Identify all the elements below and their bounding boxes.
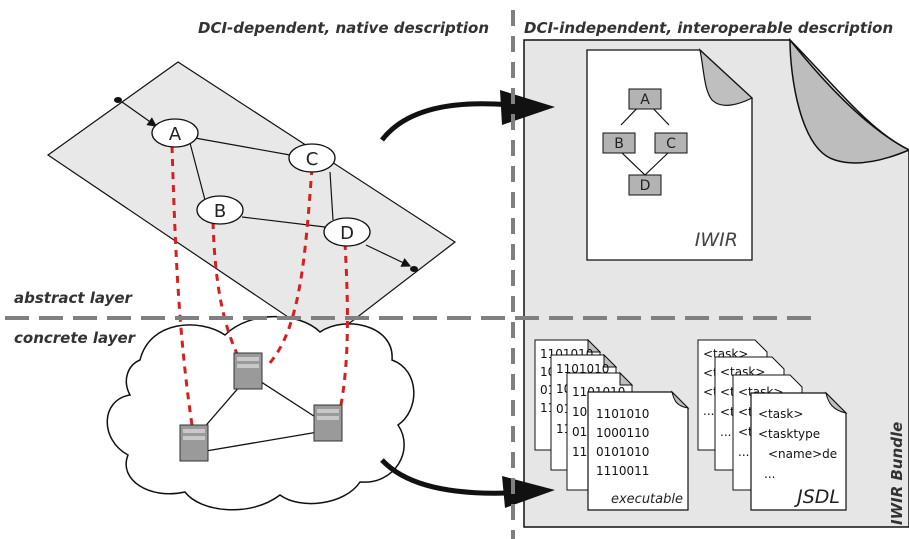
header-native-description: DCI-dependent, native description: [198, 19, 489, 37]
jsdl-back-line-4: ...: [703, 404, 714, 418]
iwir-box-d-label: D: [640, 178, 651, 194]
workflow-start-point: [114, 97, 122, 103]
jsdl-front-line-3: <name>de: [768, 447, 837, 461]
svg-text:<t: <t: [720, 385, 735, 399]
workflow-edges: [121, 101, 412, 267]
jsdl-front-line-2: <tasktype: [758, 427, 820, 441]
workflow-node-d: D: [323, 217, 371, 247]
svg-text:10: 10: [572, 405, 587, 419]
workflow-node-c-label: C: [306, 149, 319, 170]
svg-text:...: ...: [720, 425, 731, 439]
workflow-node-a-label: A: [169, 124, 182, 145]
abstract-layer-label: abstract layer: [14, 289, 134, 307]
workflow-node-a: A: [151, 118, 199, 148]
svg-text:11: 11: [572, 445, 587, 459]
iwir-document: A B C D IWIR: [586, 48, 754, 261]
server-icon: [179, 424, 209, 462]
svg-text:01: 01: [572, 425, 587, 439]
jsdl-back-line-2: <t: [703, 366, 718, 380]
iwir-box-a-label: A: [640, 92, 650, 108]
jsdl-front-line-1: <task>: [758, 407, 803, 421]
jsdl-stack: <task> <t <t ... <task> <t <t ... <task>…: [697, 339, 848, 511]
iwir-document-label: IWIR: [695, 229, 738, 251]
workflow-node-b-label: B: [214, 201, 226, 222]
concrete-layer-label: concrete layer: [14, 329, 137, 347]
jsdl-label: JSDL: [793, 486, 840, 508]
executable-stack: 1101010 10 01 11 1101010 10 01 11 110101…: [534, 338, 690, 511]
svg-text:...: ...: [738, 445, 749, 459]
exec-front-line-4: 1110011: [596, 464, 649, 478]
jsdl-back-line-3: <t: [703, 385, 718, 399]
concrete-cloud: [106, 315, 415, 511]
svg-text:<t: <t: [738, 405, 753, 419]
exec-front-line-1: 1101010: [596, 407, 649, 421]
svg-text:<t: <t: [720, 405, 735, 419]
header-interoperable-description: DCI-independent, interoperable descripti…: [524, 19, 893, 37]
iwir-box-b: [602, 132, 636, 154]
workflow-node-b: B: [196, 195, 244, 225]
exec-front-line-3: 0101010: [596, 445, 649, 459]
server-icon: [313, 404, 343, 442]
iwir-box-c-label: C: [666, 136, 676, 152]
iwir-bundle-label: IWIR Bundle: [888, 422, 906, 525]
exec-front-line-2: 1000110: [596, 426, 649, 440]
workflow-node-c: C: [288, 143, 336, 173]
iwir-box-a: [628, 88, 662, 110]
executable-label: executable: [611, 492, 683, 507]
iwir-box-c: [654, 132, 688, 154]
workflow-node-d-label: D: [340, 223, 354, 244]
abstract-plane: [46, 61, 457, 343]
iwir-box-b-label: B: [614, 136, 624, 152]
mapping-lines: [170, 145, 349, 426]
svg-text:<t: <t: [738, 425, 753, 439]
workflow-end-point: [410, 266, 418, 272]
iwir-box-d: [628, 174, 662, 196]
curved-arrow-concrete: [380, 458, 555, 508]
server-icon: [233, 352, 263, 390]
jsdl-front-line-4: ...: [764, 467, 775, 481]
